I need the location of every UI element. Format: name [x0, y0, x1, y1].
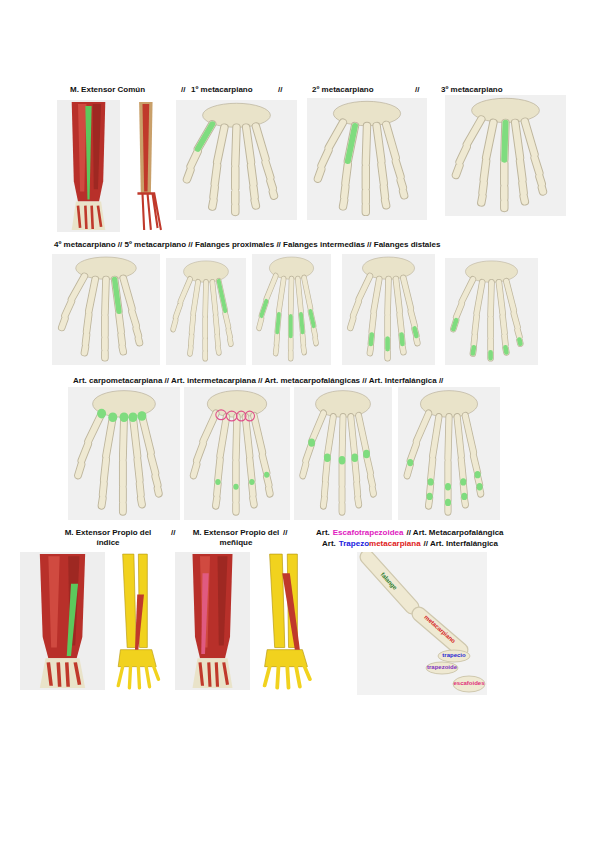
hand-figure [166, 258, 246, 365]
label-text: 3º metacarpiano [441, 85, 503, 95]
label-text: Trapezo [339, 539, 369, 548]
label-text: // [171, 528, 175, 538]
label-text: Art. carpometacarpiana // Art. intermeta… [73, 376, 443, 386]
label-text: // [415, 85, 419, 95]
hand-figure [445, 258, 538, 365]
label-text: // [278, 85, 282, 95]
hand-figure [52, 254, 160, 365]
label-text: M. Extensor Propio del meñique [190, 528, 282, 547]
label-line: Art.Trapezometacarpiana// Art. Interfalá… [322, 539, 498, 549]
label-text: escafoides [453, 680, 484, 687]
extensor-indice-figure [20, 552, 105, 690]
label-text: 4º metacarpiano // 5º metacarpiano // Fa… [54, 240, 440, 250]
label-line: Art.Escafotrapezoidea// Art. Metacarpofa… [316, 528, 504, 538]
hand-figure [68, 387, 180, 520]
hand-figure [176, 100, 297, 220]
label-text: // Art. Interfalángica [424, 539, 498, 548]
extensor-comun-figure [124, 100, 166, 232]
extensor-menique-figure [175, 552, 250, 690]
hand-figure [342, 254, 435, 365]
label-text: 1º metacarpiano [191, 85, 253, 95]
label-text: trapezoide [427, 664, 457, 671]
extensor-menique-figure [252, 552, 315, 690]
label-text: M. Extensor Propio del índice [62, 528, 154, 547]
label-text: // [181, 85, 185, 95]
hand-figure [252, 254, 331, 365]
label-text: metacarpiana [369, 539, 421, 548]
hand-figure [294, 387, 392, 520]
label-text: Art. [316, 528, 330, 537]
thumb-bones-figure [357, 552, 487, 695]
hand-figure [184, 387, 290, 520]
label-text: Art. [322, 539, 336, 548]
label-text: Escafotrapezoidea [333, 528, 404, 537]
label-text: // [283, 528, 287, 538]
hand-figure [307, 98, 427, 220]
label-text: 2º metacarpiano [312, 85, 374, 95]
hand-figure [398, 387, 500, 520]
hand-figure [445, 95, 566, 216]
label-text: trapecio [442, 652, 465, 659]
extensor-indice-figure [107, 552, 163, 690]
extensor-comun-figure [57, 100, 120, 232]
label-text: M. Extensor Común [70, 85, 145, 95]
label-text: // Art. Metacarpofalángica [406, 528, 503, 537]
